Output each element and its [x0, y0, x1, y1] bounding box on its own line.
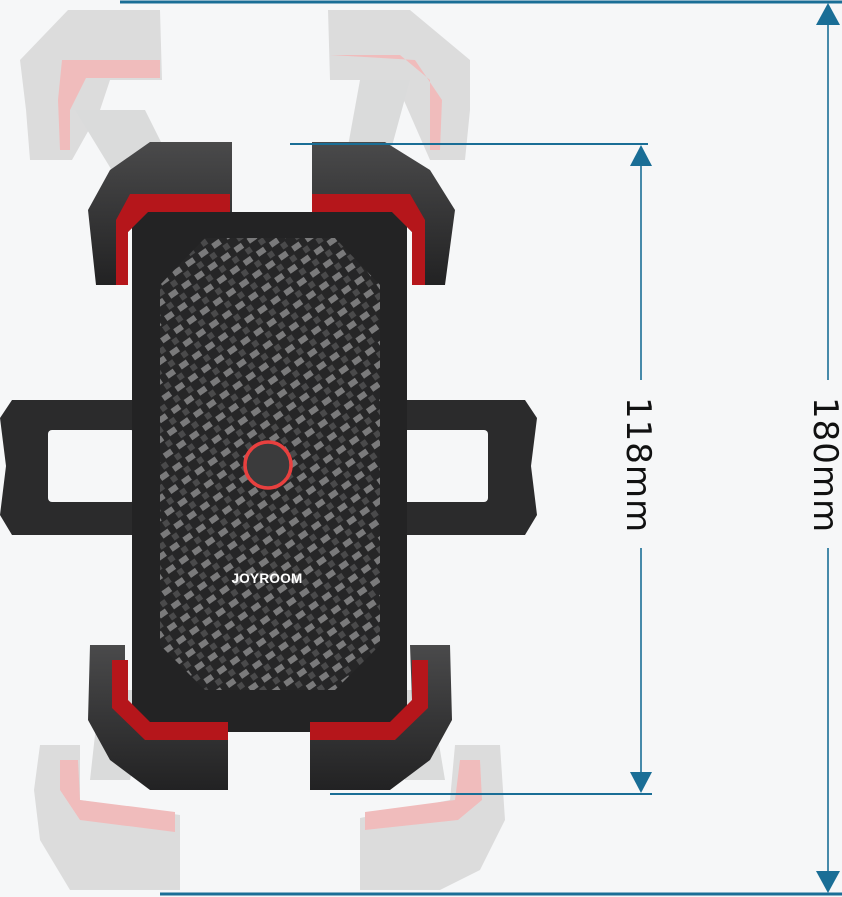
arm-top-right [312, 142, 455, 285]
side-clamp-right [400, 400, 537, 535]
dimension-outer [120, 0, 842, 896]
dimension-label-outer: 180mm [805, 397, 842, 534]
side-clamp-left [0, 400, 135, 535]
center-ring-icon [243, 440, 293, 490]
arm-bottom-left [88, 645, 228, 790]
arm-top-left [88, 142, 232, 285]
brand-logo: JOYROOM [231, 571, 303, 586]
dimension-label-inner: 118mm [618, 397, 658, 534]
dimension-inner [290, 143, 652, 795]
arm-bottom-right [310, 645, 452, 790]
